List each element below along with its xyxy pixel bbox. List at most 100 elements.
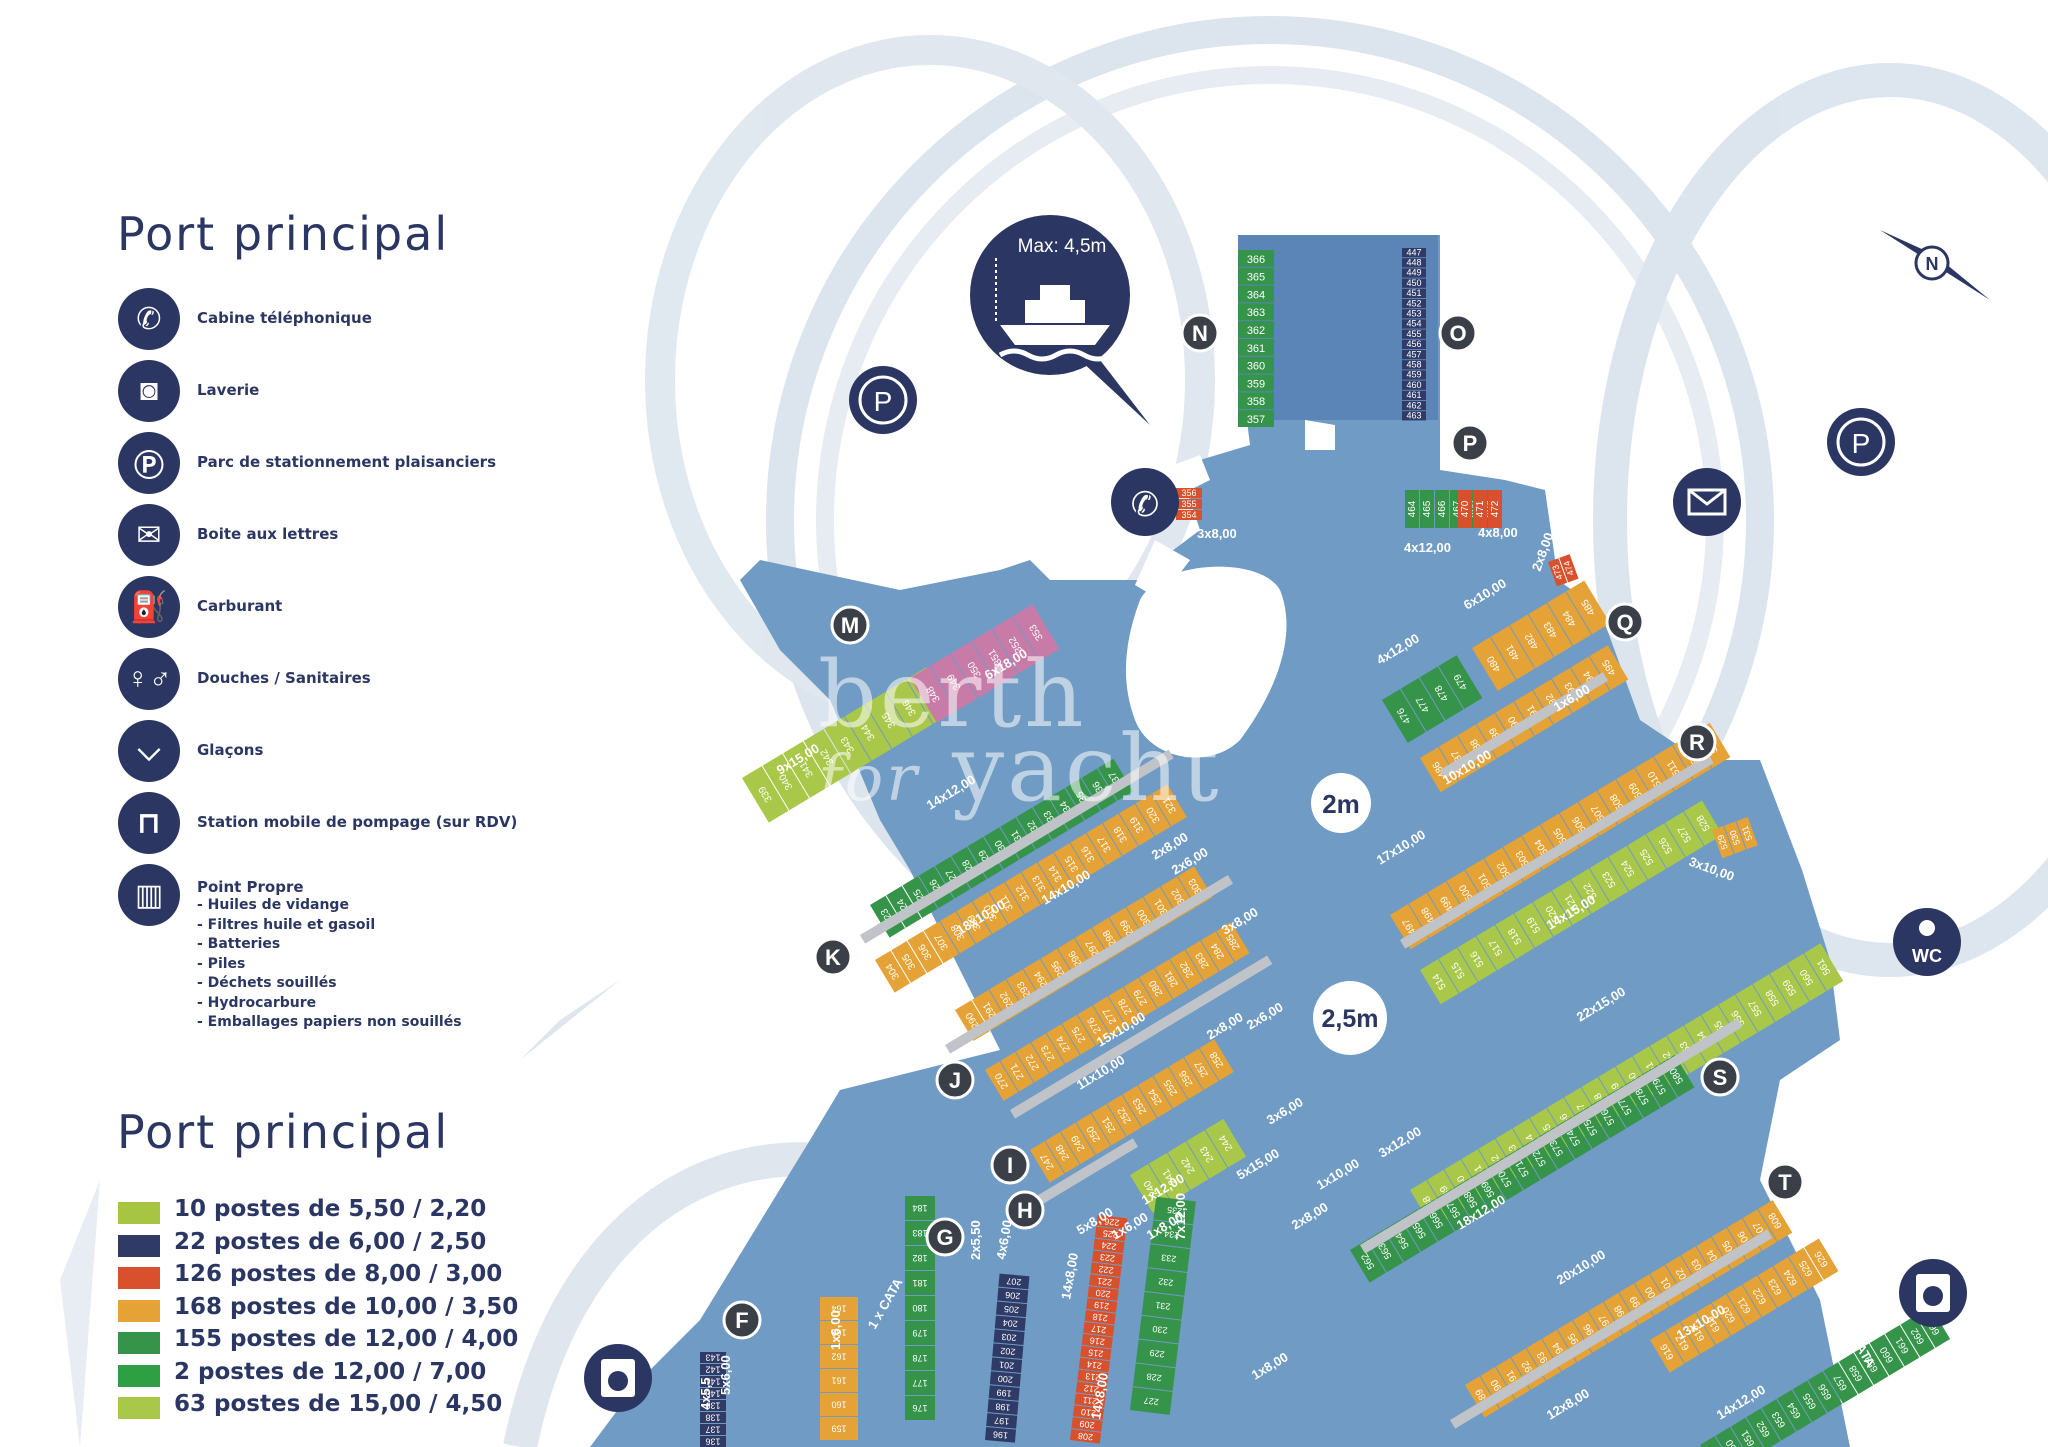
berth bbox=[1077, 1369, 1109, 1385]
berth bbox=[1087, 1286, 1119, 1301]
berth-number: 177 bbox=[912, 1378, 927, 1388]
berth bbox=[1495, 701, 1535, 747]
berth bbox=[1684, 800, 1723, 846]
pontoon-letter-badge: P bbox=[1450, 423, 1490, 463]
berth bbox=[1032, 797, 1068, 840]
berth bbox=[992, 616, 1039, 674]
berth bbox=[1132, 1363, 1176, 1392]
berth-number: 162 bbox=[831, 1352, 846, 1362]
berth bbox=[1420, 490, 1434, 528]
berth-number: 184 bbox=[912, 1203, 927, 1213]
map-laundry-icon[interactable] bbox=[584, 1344, 652, 1412]
berth-row: 2082092102112122132142152162172182192202… bbox=[1070, 1214, 1128, 1444]
berth bbox=[1402, 390, 1426, 400]
pier-walkway bbox=[1030, 1138, 1139, 1209]
berth bbox=[1238, 267, 1274, 285]
map-phone-icon[interactable]: ✆ bbox=[1111, 468, 1179, 536]
map-parking-icon[interactable]: P bbox=[849, 366, 917, 434]
berth bbox=[1838, 1352, 1874, 1395]
map-envelope-icon[interactable] bbox=[1673, 468, 1741, 536]
berth bbox=[1402, 370, 1426, 380]
berth-number: 182 bbox=[912, 1253, 927, 1263]
berth-number: 197 bbox=[994, 1415, 1010, 1426]
berth bbox=[1509, 614, 1554, 669]
berth bbox=[1804, 1238, 1839, 1280]
berth bbox=[1420, 747, 1459, 793]
berth-number: 466 bbox=[1437, 500, 1448, 517]
berth bbox=[803, 729, 851, 786]
service-fuel: ⛽Carburant bbox=[118, 576, 548, 648]
ice-cup-icon: ⌵ bbox=[118, 720, 180, 782]
berth-number: 211 bbox=[1082, 1395, 1097, 1407]
berth-number: 159 bbox=[831, 1424, 846, 1434]
berth-row: 3043053063073083093103113123133143153163… bbox=[875, 784, 1187, 993]
berth-number: 224 bbox=[1101, 1240, 1117, 1252]
berth bbox=[1147, 1244, 1191, 1272]
berth bbox=[1528, 603, 1573, 657]
berth bbox=[902, 876, 938, 919]
berth bbox=[1885, 1324, 1920, 1367]
berth bbox=[905, 1321, 935, 1345]
berth bbox=[1735, 984, 1775, 1033]
map-laundry-icon[interactable] bbox=[1899, 1259, 1967, 1327]
berth bbox=[1170, 949, 1204, 990]
berth bbox=[985, 1061, 1019, 1101]
berth-number: 207 bbox=[1006, 1276, 1022, 1287]
berth bbox=[1089, 1274, 1121, 1289]
map-parking-icon[interactable]: P bbox=[1827, 408, 1895, 476]
pier-walkway bbox=[945, 875, 1234, 1054]
berth bbox=[918, 866, 954, 909]
capacity-row: 22 postes de 6,00 / 2,50 bbox=[118, 1229, 518, 1262]
berth bbox=[1402, 288, 1426, 298]
row-size-label: 5x6,00 bbox=[718, 1355, 733, 1395]
berth bbox=[1823, 1362, 1858, 1404]
berth bbox=[1608, 845, 1648, 891]
berth-number: 161 bbox=[831, 1376, 846, 1386]
berth bbox=[700, 1364, 726, 1375]
pontoon-letter: T bbox=[1778, 1170, 1792, 1195]
berth bbox=[1402, 258, 1426, 268]
berth-number: 228 bbox=[1146, 1371, 1162, 1383]
pontoon-letter-badge: I bbox=[990, 1145, 1030, 1185]
pontoon-letter-badge: J bbox=[935, 1060, 975, 1100]
berth-number: 364 bbox=[1247, 289, 1265, 301]
berth-row: 5895905915925935945955965975985996006016… bbox=[1465, 1200, 1793, 1418]
pontoon-letter: K bbox=[825, 945, 841, 970]
berth-number: 471 bbox=[1475, 500, 1486, 517]
pontoon-letter: H bbox=[1017, 1198, 1033, 1223]
pontoon-letter: G bbox=[936, 1225, 953, 1250]
pontoon-letter: M bbox=[841, 613, 859, 638]
berth bbox=[1083, 1321, 1115, 1337]
berth bbox=[1184, 1048, 1219, 1090]
map-shower-wc-icon[interactable]: WC bbox=[1893, 908, 1961, 976]
berth bbox=[1238, 410, 1274, 427]
berth bbox=[1141, 1291, 1185, 1320]
berth-number: 179 bbox=[912, 1328, 927, 1338]
capacity-row: 63 postes de 15,00 / 4,50 bbox=[118, 1391, 518, 1424]
berth bbox=[1438, 947, 1478, 993]
service-ice: ⌵Glaçons bbox=[118, 720, 548, 792]
berth-number: 455 bbox=[1406, 329, 1421, 339]
berth-number: 160 bbox=[831, 1400, 846, 1410]
berth-number: 448 bbox=[1406, 258, 1421, 268]
svg-text:N: N bbox=[1926, 254, 1939, 274]
berth-number: 181 bbox=[912, 1278, 927, 1288]
berth-number: 231 bbox=[1155, 1300, 1171, 1312]
berth bbox=[1712, 825, 1734, 859]
berth bbox=[1665, 1321, 1700, 1364]
berth bbox=[1736, 817, 1758, 850]
berth bbox=[1696, 1303, 1731, 1345]
berth bbox=[1402, 350, 1426, 360]
pontoon-letter: Q bbox=[1616, 610, 1633, 635]
berth bbox=[1168, 1057, 1204, 1100]
berth bbox=[820, 1345, 858, 1368]
berth bbox=[1402, 411, 1426, 421]
berth bbox=[820, 1417, 858, 1440]
berth bbox=[1144, 1268, 1188, 1296]
berth bbox=[910, 666, 957, 723]
berth bbox=[700, 1424, 726, 1435]
